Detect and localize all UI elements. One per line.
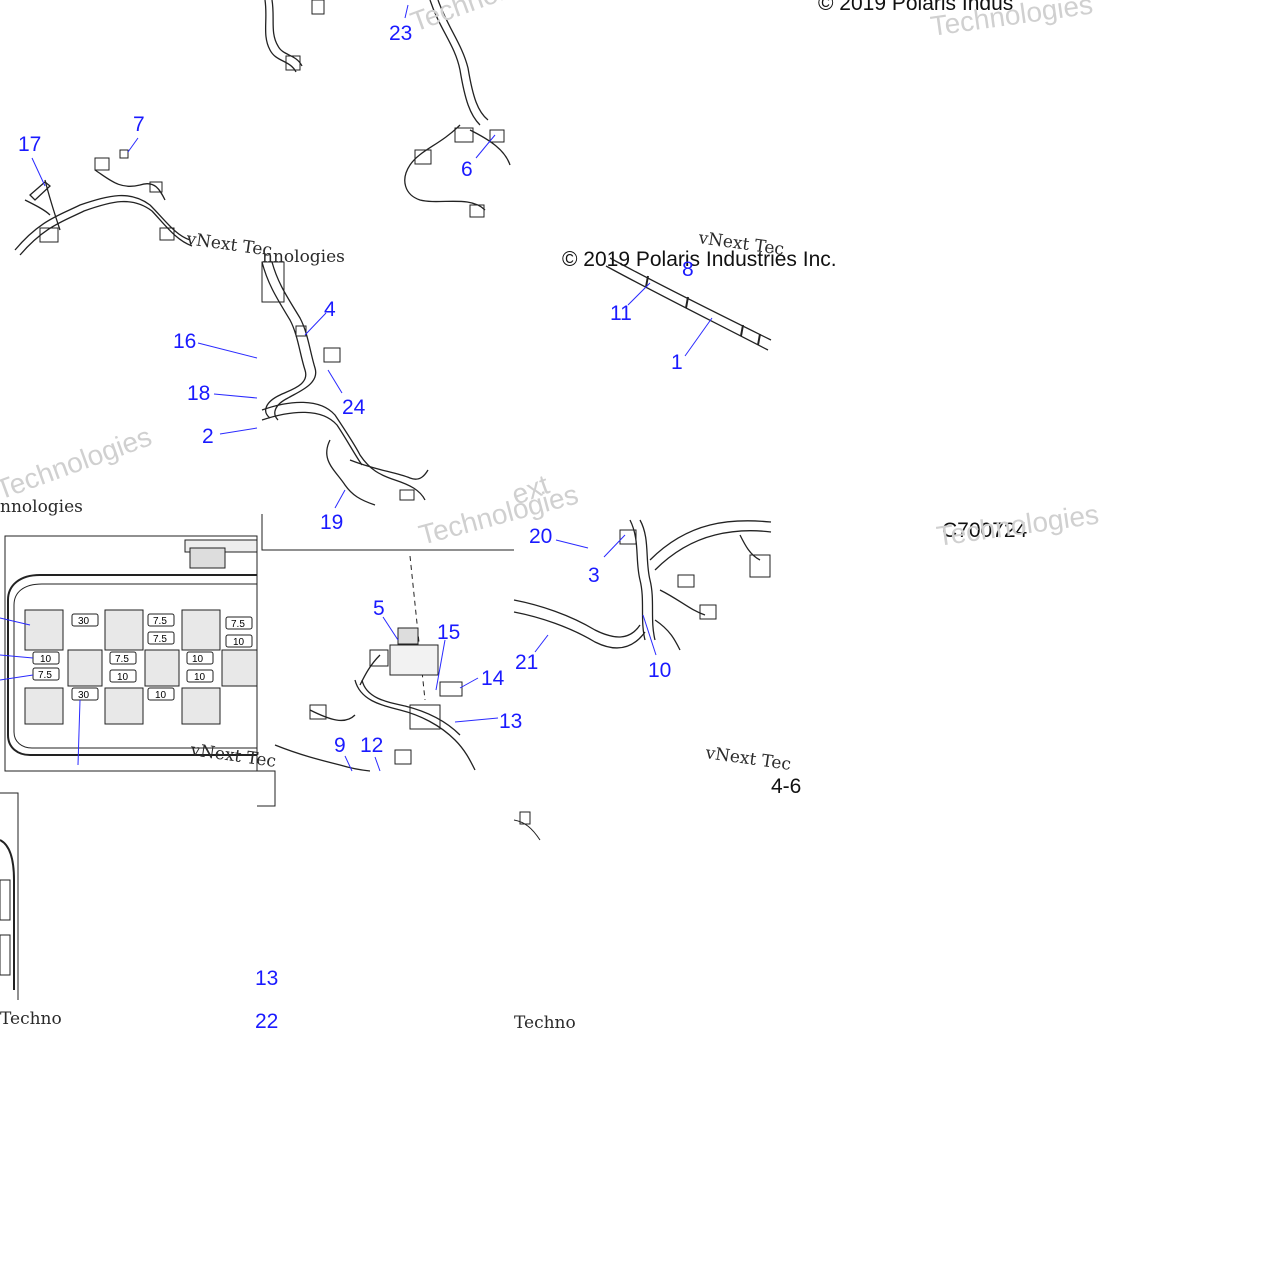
fuse-label: 10 [155, 690, 167, 701]
tile-top-right: © 2019 Polaris Indus Technologies [818, 0, 1095, 42]
tile-top-left: 17 7 vNext Tec [14, 113, 273, 261]
watermark-mid-left-small: nnologies [0, 497, 83, 517]
watermark-fuse: vNext Tec [188, 740, 277, 772]
callout-15: 15 [437, 621, 460, 644]
callout-18: 18 [187, 382, 210, 405]
callout-1: 1 [671, 351, 683, 374]
callout-19: 19 [320, 511, 343, 534]
page-fragment: 4-6 [771, 775, 801, 798]
callout-4: 4 [324, 298, 336, 321]
callout-22: 22 [255, 1010, 278, 1033]
callout-12: 12 [360, 734, 383, 757]
fuse-label: 7.5 [38, 670, 52, 681]
callout-11: 11 [610, 302, 632, 325]
tile-right-harness: 20 3 21 10 vNext Tec 4-6 [513, 519, 801, 798]
tile-bottom: 13 22 Techno Techno [0, 770, 576, 1033]
watermark-figure: Technologies [935, 498, 1101, 551]
callout-3: 3 [588, 564, 600, 587]
callout-9: 9 [334, 734, 346, 757]
watermark-mid-center: nnologies [262, 247, 345, 267]
callout-6: 6 [461, 158, 473, 181]
tile-middle-right: © 2019 Polaris Industries Inc. 8 11 1 vN… [507, 228, 836, 511]
callout-5: 5 [373, 597, 385, 620]
callout-14: 14 [481, 667, 505, 690]
fuse-label: 7.5 [115, 654, 129, 665]
callout-17: 17 [18, 133, 41, 156]
fuse-label: 7.5 [153, 634, 167, 645]
fuse-label: 30 [78, 690, 90, 701]
fuse-label: 30 [78, 616, 90, 627]
callout-13: 13 [499, 710, 522, 733]
figure-id-group: C700724 Technologies [935, 498, 1101, 551]
fuse-label: 10 [117, 672, 129, 683]
watermark-right: vNext Tec [703, 743, 792, 775]
callout-23: 23 [389, 22, 412, 45]
callout-24: 24 [342, 396, 366, 419]
watermark-mid-left: Technologies [0, 421, 156, 506]
callout-10: 10 [648, 659, 671, 682]
callout-7: 7 [133, 113, 145, 136]
callout-13-bottom: 13 [255, 967, 278, 990]
tile-center-ecu: 5 15 14 13 9 12 Technologies [261, 479, 581, 772]
watermark-script: vNext Tec [184, 229, 273, 261]
fuse-label: 10 [192, 654, 204, 665]
fuse-label: 7.5 [231, 619, 245, 630]
fuse-label: 10 [40, 654, 52, 665]
callout-8: 8 [682, 258, 694, 281]
copyright-top: © 2019 Polaris Indus [818, 0, 1013, 15]
copyright-middle: © 2019 Polaris Industries Inc. [562, 248, 837, 271]
fuse-box-tile: 30 7.5 7.5 7.5 10 10 7.5 7.5 10 10 10 30… [0, 535, 277, 772]
watermark-bottom-mid: Techno [514, 1013, 576, 1033]
fuse-label: 10 [194, 672, 206, 683]
callout-21: 21 [515, 651, 538, 674]
watermark-bottom-left: Techno [0, 1009, 62, 1029]
tile-middle-left: 16 18 2 Technologies nnologies [0, 330, 258, 517]
tile-middle-center: 4 24 19 nnologies [261, 247, 429, 534]
callout-2: 2 [202, 425, 214, 448]
figure-id: C700724 [942, 519, 1028, 542]
watermark-large: Technologies [406, 0, 570, 38]
fuse-label: 7.5 [153, 616, 167, 627]
callout-16: 16 [173, 330, 196, 353]
tile-top-center: 23 6 Technologies [264, 0, 571, 218]
callout-20: 20 [529, 525, 552, 548]
fuse-label: 10 [233, 637, 245, 648]
